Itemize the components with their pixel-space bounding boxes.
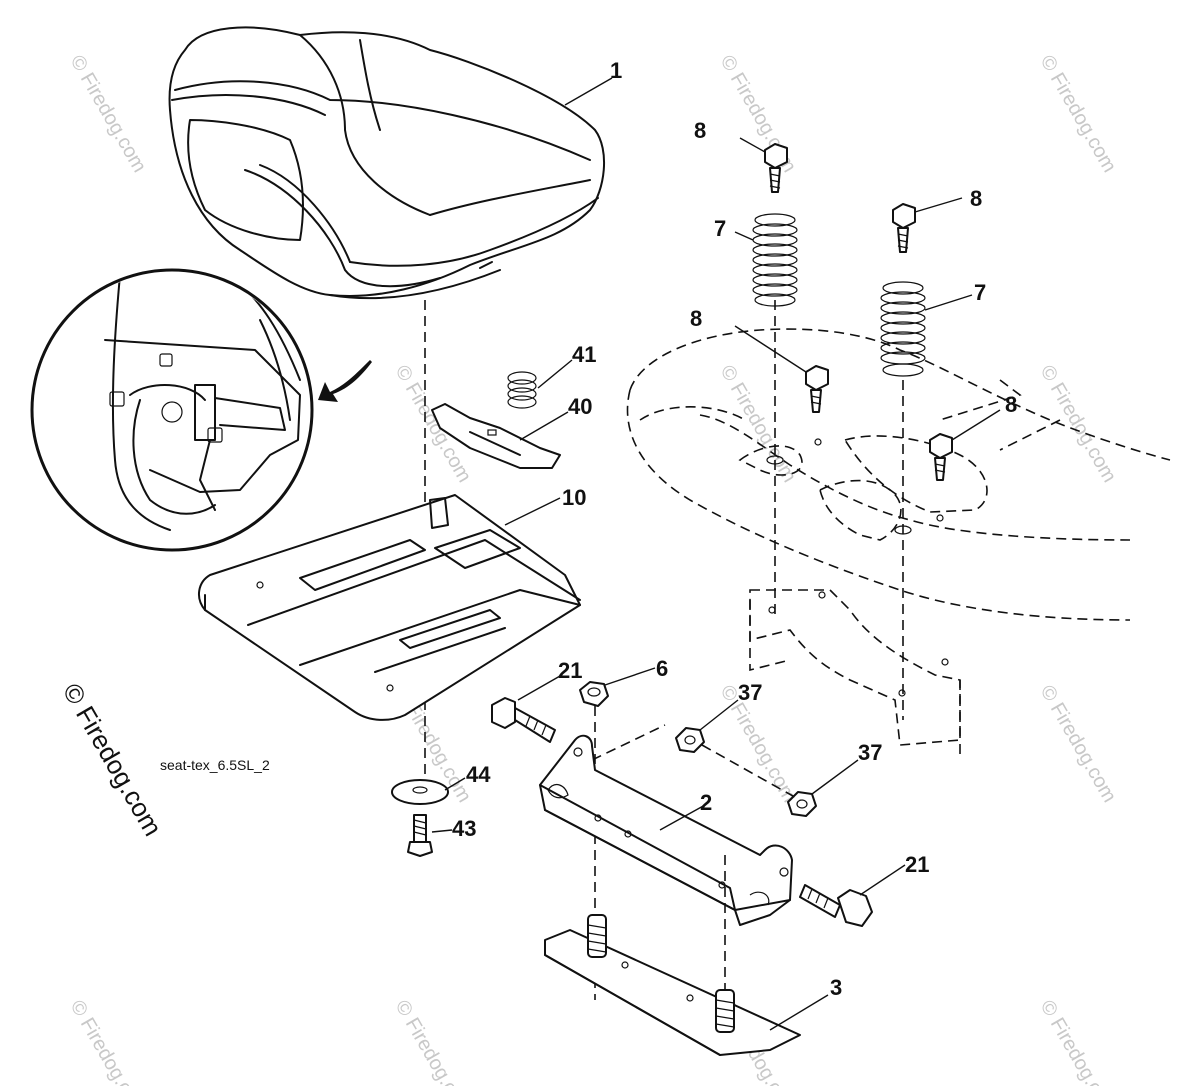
- callout-8d: 8: [951, 392, 1017, 441]
- watermark: © Firedog.com: [1036, 52, 1121, 177]
- callout-1: 1: [564, 58, 622, 106]
- callout-label: 10: [562, 485, 586, 510]
- callout-2: 2: [659, 790, 712, 831]
- seat-pan: [198, 494, 581, 721]
- callout-41: 41: [537, 342, 596, 389]
- watermark: © Firedog.com: [1036, 997, 1121, 1086]
- callout-10: 10: [504, 485, 586, 526]
- callout-8c: 8: [690, 306, 807, 373]
- callout-8a: 8: [694, 118, 766, 153]
- callout-label: 1: [610, 58, 622, 83]
- nut-37-upper: [675, 727, 705, 753]
- bracket-2: [539, 734, 793, 926]
- callout-37a: 37: [699, 680, 762, 731]
- watermark: © Firedog.com: [1036, 682, 1121, 807]
- bolt-8-mid-left: [805, 365, 829, 413]
- callout-label: 43: [452, 816, 476, 841]
- callout-label: 3: [830, 975, 842, 1000]
- bolt-8-top-right: [892, 203, 916, 253]
- callout-8b: 8: [914, 186, 982, 213]
- spring-7-right: [880, 281, 926, 377]
- callout-label: 2: [700, 790, 712, 815]
- bolt-21-right: [799, 884, 873, 927]
- bolt-21-left: [491, 697, 556, 743]
- copyright-notice: © Firedog.com: [57, 678, 168, 841]
- callout-6: 6: [604, 656, 668, 686]
- watermark: © Firedog.com: [66, 52, 151, 177]
- watermark: © Firedog.com: [716, 362, 801, 487]
- callout-label: 37: [858, 740, 882, 765]
- callout-7b: 7: [924, 280, 986, 311]
- callout-label: 40: [568, 394, 592, 419]
- callout-label: 6: [656, 656, 668, 681]
- inset-detail: [30, 268, 372, 552]
- diagram-caption: seat-tex_6.5SL_2: [160, 757, 270, 773]
- chassis-outline: [626, 328, 1171, 760]
- callout-21a: 21: [517, 658, 582, 701]
- nut-6: [579, 681, 609, 707]
- callout-43: 43: [431, 816, 476, 841]
- callout-label: 7: [714, 216, 726, 241]
- nut-37-lower: [787, 791, 817, 817]
- callout-40: 40: [519, 394, 592, 441]
- seat: [168, 26, 606, 300]
- callout-label: 7: [974, 280, 986, 305]
- spring-7-left: [752, 213, 798, 307]
- clip-40: [431, 403, 561, 469]
- bolt-43: [407, 814, 433, 857]
- callout-label: 8: [1005, 392, 1017, 417]
- spring-41: [507, 371, 537, 409]
- callout-label: 37: [738, 680, 762, 705]
- callout-label: 21: [558, 658, 582, 683]
- watermark: © Firedog.com: [391, 997, 476, 1086]
- callout-label: 41: [572, 342, 596, 367]
- callout-44: 44: [444, 762, 491, 791]
- washer-44: [391, 779, 449, 805]
- watermark: © Firedog.com: [1036, 362, 1121, 487]
- callout-label: 8: [694, 118, 706, 143]
- callout-label: 8: [690, 306, 702, 331]
- callout-7a: 7: [714, 216, 754, 241]
- bolt-8-top-left: [764, 143, 788, 193]
- callout-label: 44: [466, 762, 491, 787]
- callout-21b: 21: [859, 852, 929, 896]
- callout-3: 3: [769, 975, 842, 1031]
- callout-label: 8: [970, 186, 982, 211]
- plate-3: [544, 914, 801, 1056]
- callout-37b: 37: [811, 740, 882, 795]
- watermark: © Firedog.com: [66, 997, 151, 1086]
- bolt-8-mid-right: [929, 433, 953, 481]
- callout-label: 21: [905, 852, 929, 877]
